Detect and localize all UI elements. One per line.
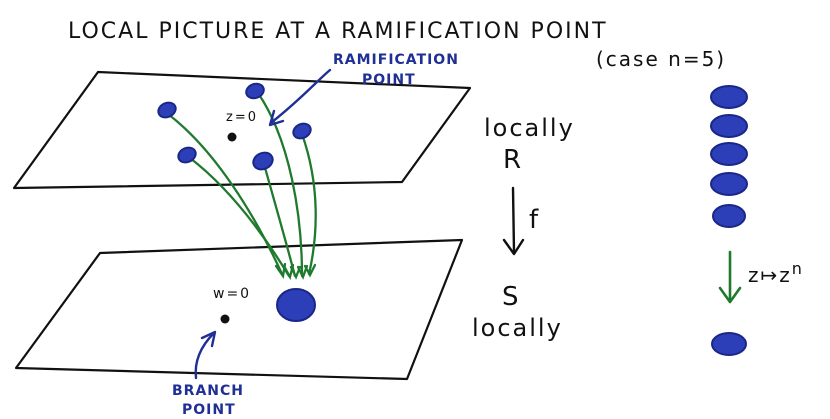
sheet-blob-5 xyxy=(251,150,276,173)
sheet-stack xyxy=(711,86,747,227)
lower-point-label: w=0 xyxy=(213,286,251,302)
diagram-title: LOCAL PICTURE AT A RAMIFICATION POINT xyxy=(68,19,608,44)
sheet-blob-2 xyxy=(244,81,266,100)
stack-blob-4 xyxy=(711,173,747,195)
image-blob xyxy=(712,333,746,355)
middle-top-letter: R xyxy=(503,145,523,175)
upper-plane xyxy=(14,72,470,188)
branch-point-dot xyxy=(221,315,230,324)
stack-blob-2 xyxy=(711,115,747,137)
ramification-point-dot xyxy=(228,133,237,142)
branch-point-blob xyxy=(277,289,315,321)
stack-blob-3 xyxy=(711,143,747,165)
branch-callout-arrow xyxy=(196,333,214,378)
middle-top-word: locally xyxy=(484,114,575,142)
middle-bottom-word: locally xyxy=(472,314,563,342)
lower-plane xyxy=(16,240,462,379)
map-f-arrow xyxy=(513,188,514,252)
upper-point-label: z=0 xyxy=(226,110,258,125)
branch-callout-line1: BRANCH xyxy=(172,383,244,399)
ramification-callout-line2: POINT xyxy=(362,72,416,88)
ramification-callout-arrow xyxy=(272,70,330,122)
diagram-subtitle: (case n=5) xyxy=(596,47,726,71)
upper-sheet-blobs xyxy=(156,81,313,172)
stack-blob-5 xyxy=(713,205,745,227)
sheet-curve-5 xyxy=(302,134,316,274)
power-map-label-base: z↦z xyxy=(748,263,792,287)
power-map-label: z↦zn xyxy=(748,259,804,287)
sheet-blob-1 xyxy=(156,100,178,120)
map-f-label: f xyxy=(529,205,540,235)
branch-callout-line2: POINT xyxy=(182,402,236,418)
middle-bottom-letter: S xyxy=(502,282,521,312)
sheet-blob-3 xyxy=(291,121,313,141)
stack-blob-1 xyxy=(711,86,747,108)
ramification-callout-line1: RAMIFICATION xyxy=(333,52,459,68)
power-map-label-exponent: n xyxy=(792,259,804,278)
